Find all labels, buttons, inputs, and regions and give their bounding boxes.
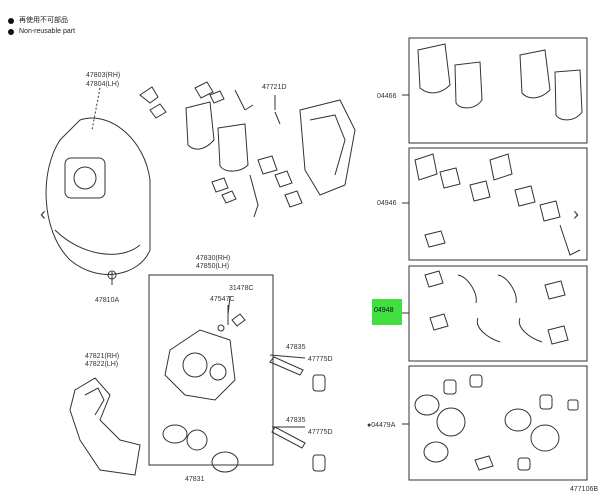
- label-47775-upper: 47775D: [308, 356, 333, 363]
- label-47835-upper: 47835: [286, 344, 306, 351]
- highlight-04948[interactable]: [372, 299, 402, 325]
- label-47830: 47830(RH): [196, 255, 230, 262]
- label-04946[interactable]: 04946: [377, 200, 397, 207]
- kit-box-04946: [408, 147, 588, 261]
- pad-kit-drawing: [417, 43, 583, 121]
- dust-shield-part[interactable]: [45, 117, 151, 275]
- caliper-bracket-part[interactable]: [69, 377, 141, 476]
- label-04479[interactable]: ●04479A: [367, 422, 396, 429]
- label-47721: 47721D: [262, 84, 287, 91]
- brake-pads-part[interactable]: [139, 81, 303, 218]
- label-47810: 47810A: [95, 297, 119, 304]
- label-47850: 47850(LH): [196, 263, 229, 270]
- bleeder-screw-part[interactable]: [217, 313, 246, 332]
- shim-kit-drawing: [414, 153, 581, 256]
- label-47835-lower: 47835: [286, 417, 306, 424]
- non-reusable-dot-icon: [8, 28, 14, 35]
- label-04466[interactable]: 04466: [377, 93, 397, 100]
- chevron-left-icon[interactable]: ‹: [40, 204, 46, 224]
- caliper-body-part[interactable]: [164, 329, 236, 401]
- label-31478: 31478C: [229, 285, 254, 292]
- legend-text-english: Non-reusable part: [19, 28, 76, 35]
- chevron-right-icon[interactable]: ›: [573, 204, 579, 224]
- non-reusable-dot-icon: [8, 17, 14, 24]
- caliper-group-box: [148, 274, 274, 466]
- kit-box-04466: [408, 37, 588, 144]
- diagram-reference-number: 477106B: [570, 486, 599, 493]
- caliper-mount-part[interactable]: [299, 99, 356, 196]
- legend-row-japanese: 再使用不可部品: [8, 15, 75, 26]
- kit-box-04479: [408, 365, 588, 481]
- legend-row-english: Non-reusable part: [8, 26, 75, 37]
- kit-box-04948: [408, 265, 588, 362]
- spring-kit-drawing: [424, 270, 569, 345]
- slide-pins-part[interactable]: [269, 356, 326, 472]
- piston-seal-part[interactable]: [162, 424, 239, 473]
- legend-text-japanese: 再使用不可部品: [19, 17, 68, 24]
- label-47547: 47547C: [210, 296, 235, 303]
- label-47831: 47831: [185, 476, 205, 483]
- label-47821: 47821(RH): [85, 353, 119, 360]
- label-47804: 47804(LH): [86, 81, 119, 88]
- seal-kit-drawing: [414, 374, 579, 471]
- label-04948[interactable]: 04948: [374, 307, 394, 314]
- label-47803: 47803(RH): [86, 72, 120, 79]
- label-47775-lower: 47775D: [308, 429, 333, 436]
- label-47822: 47822(LH): [85, 361, 118, 368]
- legend: 再使用不可部品 Non-reusable part: [8, 15, 75, 37]
